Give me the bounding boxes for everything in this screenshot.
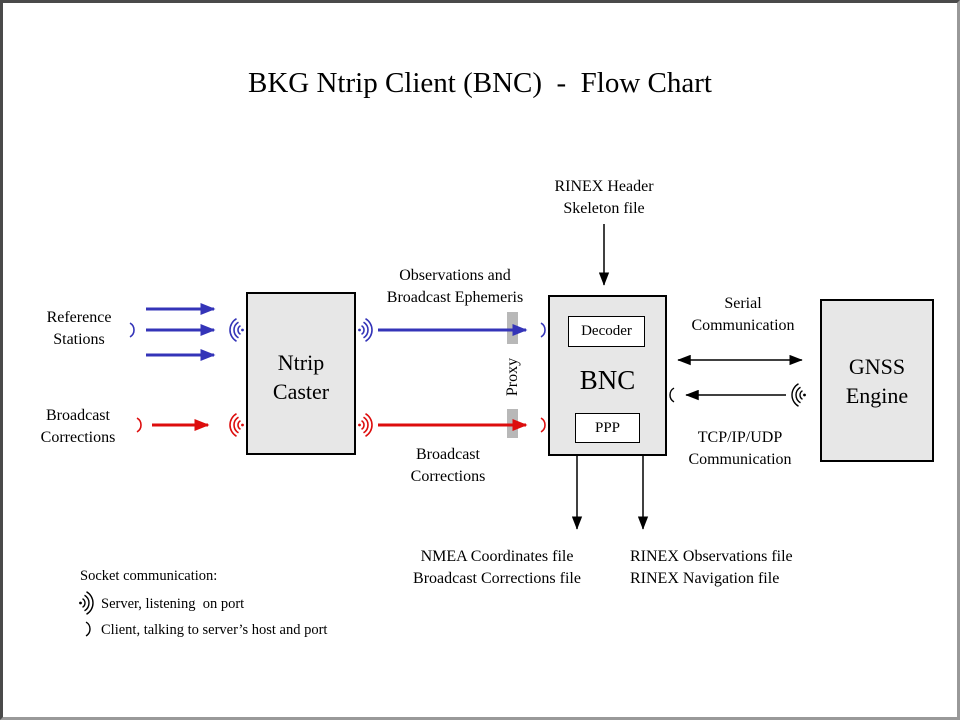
client-socket-icon — [136, 417, 142, 433]
proxy-bar — [507, 312, 518, 344]
server-socket-icon — [358, 413, 373, 437]
decoder-box: Decoder — [568, 316, 645, 347]
client-socket-icon — [669, 387, 675, 403]
label-reference-stations: Reference Stations — [46, 309, 112, 348]
legend-heading: Socket communication: — [80, 568, 218, 584]
label-rinex-output-files: RINEX Observations file RINEX Navigation… — [630, 548, 793, 587]
label-rinex-header-skeleton: RINEX Header Skeleton file — [554, 178, 654, 217]
ntrip-caster-label: Ntrip Caster — [272, 349, 330, 404]
decoder-label: Decoder — [581, 323, 632, 339]
reference-stations-arrows — [146, 303, 216, 361]
label-nmea-output-files: NMEA Coordinates file Broadcast Correcti… — [413, 548, 581, 587]
label-broadcast-corrections-input: Broadcast Corrections — [40, 407, 116, 446]
server-socket-icon — [358, 318, 373, 342]
client-socket-icon — [129, 322, 135, 338]
server-socket-icon — [791, 383, 806, 407]
server-socket-icon — [229, 318, 244, 342]
bnc-label: BNC — [579, 365, 636, 395]
client-socket-icon — [540, 322, 546, 338]
legend-client-item: Client, talking to server’s host and por… — [101, 622, 328, 638]
legend-client-socket-icon — [85, 621, 91, 637]
ntrip-caster-box: Ntrip Caster — [246, 292, 356, 455]
label-observations-ephemeris: Observations and Broadcast Ephemeris — [386, 267, 524, 306]
ppp-box: PPP — [575, 413, 640, 443]
ppp-label: PPP — [594, 419, 621, 436]
legend-server-item: Server, listening on port — [101, 596, 245, 612]
bnc-box: Decoder BNC PPP — [548, 295, 667, 456]
gnss-engine-label: GNSS Engine — [845, 353, 909, 408]
label-broadcast-corrections-stream: Broadcast Corrections — [410, 446, 486, 485]
label-serial-communication: Serial Communication — [691, 295, 795, 334]
label-tcp-ip-udp-communication: TCP/IP/UDP Communication — [688, 429, 792, 468]
gnss-engine-box: GNSS Engine — [820, 299, 934, 462]
legend-server-socket-icon — [79, 591, 94, 615]
page-title: BKG Ntrip Client (BNC) - Flow Chart — [248, 67, 712, 99]
client-socket-icon — [540, 417, 546, 433]
server-socket-icon — [229, 413, 244, 437]
